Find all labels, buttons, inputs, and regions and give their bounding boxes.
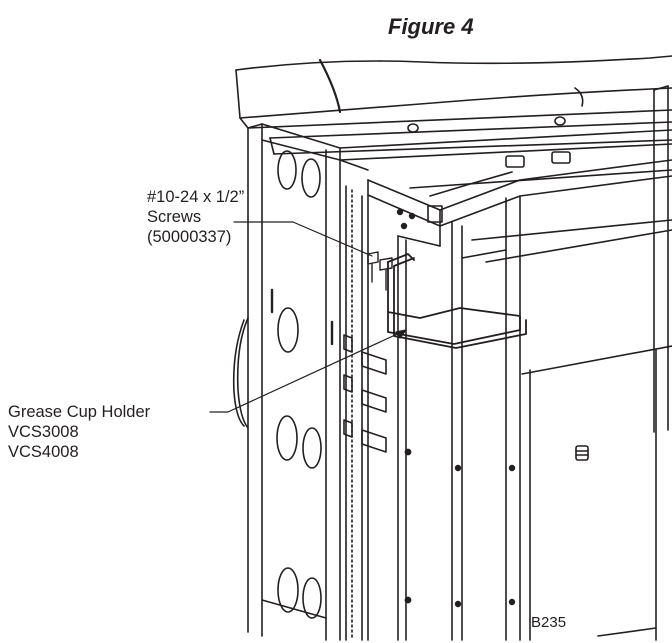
hinge-column bbox=[339, 159, 387, 641]
rear-crossbars bbox=[339, 129, 672, 241]
screws-callout: #10-24 x 1/2” Screws (50000337) bbox=[147, 187, 244, 247]
screws-part-number: (50000337) bbox=[147, 228, 232, 246]
shelf-top bbox=[427, 159, 672, 641]
front-post bbox=[367, 179, 441, 641]
grease-cup-holder-callout: Grease Cup Holder VCS3008 VCS4008 bbox=[8, 402, 150, 462]
grill-hood bbox=[235, 55, 672, 129]
screws bbox=[367, 251, 393, 291]
holder-label-text: Grease Cup Holder bbox=[8, 403, 151, 421]
back-panel bbox=[521, 345, 672, 641]
screws-label-text: Screws bbox=[147, 208, 202, 226]
figure-code: B235 bbox=[531, 614, 567, 631]
figure-title: Figure 4 bbox=[388, 14, 474, 39]
right-frame bbox=[653, 85, 669, 433]
left-side-panel bbox=[232, 123, 341, 641]
holder-model-1: VCS3008 bbox=[8, 423, 79, 441]
screws-size-text: #10-24 x 1/2” bbox=[147, 188, 245, 206]
holder-model-2: VCS4008 bbox=[8, 443, 79, 461]
top-rail bbox=[269, 116, 672, 155]
leader-lines bbox=[209, 221, 407, 413]
